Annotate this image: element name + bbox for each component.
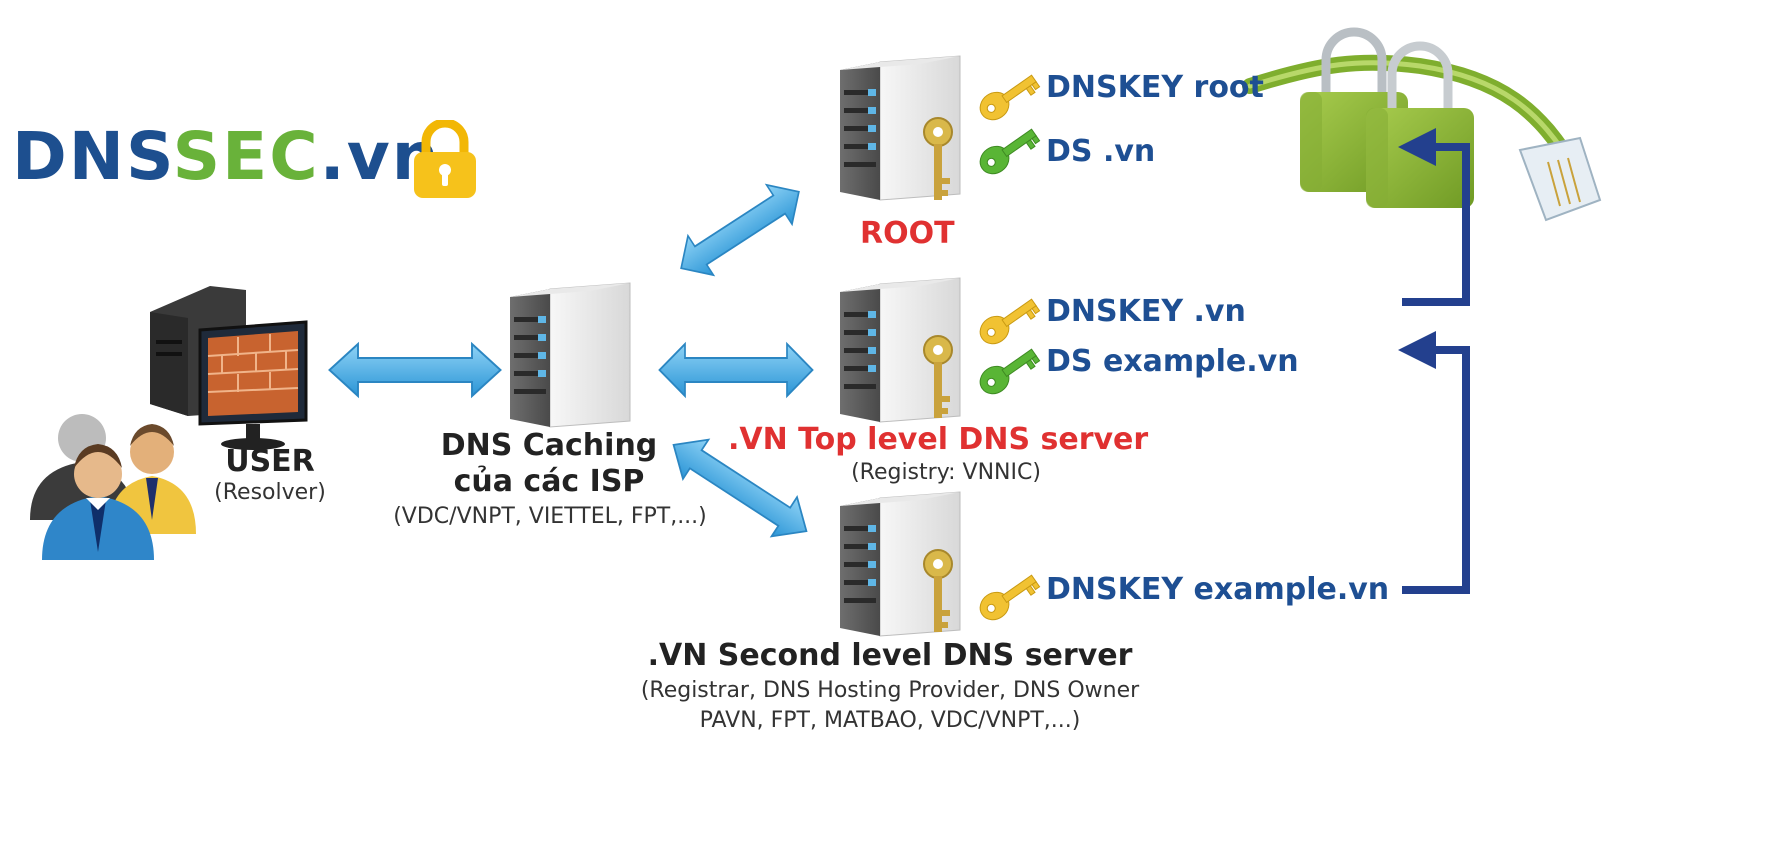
arrow-caching-toplevel — [658, 343, 814, 397]
caching-title-line2: của các ISP — [453, 464, 645, 499]
secondlevel-subtitle-line1: (Registrar, DNS Hosting Provider, DNS Ow… — [640, 678, 1140, 703]
secondlevel-server-icon — [839, 491, 961, 637]
users-people-icon — [30, 414, 196, 560]
chain-arrowhead-lower — [1398, 331, 1436, 369]
root-title: ROOT — [860, 216, 955, 251]
secondlevel-subtitle-line2: PAVN, FPT, MATBAO, VDC/VNPT,...) — [699, 708, 1081, 733]
caching-server-icon — [509, 282, 631, 428]
toplevel-key-dnskey: DNSKEY .vn — [1046, 294, 1246, 329]
key-gold-icon — [974, 291, 1042, 350]
network-cable-icon — [1242, 54, 1602, 222]
user-subtitle: (Resolver) — [214, 480, 326, 505]
root-key-ds: DS .vn — [1046, 134, 1156, 169]
chain-of-trust-arrow — [1402, 143, 1470, 306]
user-title: USER — [225, 444, 315, 479]
root-key-dnskey: DNSKEY root — [1046, 70, 1264, 105]
padlock-icon — [414, 120, 476, 198]
toplevel-subtitle: (Registry: VNNIC) — [851, 460, 1041, 485]
key-gold-icon — [974, 567, 1042, 626]
toplevel-title: .VN Top level DNS server — [728, 422, 1149, 457]
chain-arrowhead-upper — [1398, 128, 1436, 166]
chain-of-trust-arrow — [1402, 346, 1470, 594]
caching-title-line1: DNS Caching — [440, 428, 658, 463]
secondlevel-key-dnskey: DNSKEY example.vn — [1046, 572, 1390, 607]
key-gold-icon — [974, 67, 1042, 126]
root-server-icon — [839, 55, 961, 201]
secondlevel-title: .VN Second level DNS server — [647, 638, 1133, 673]
key-green-icon — [974, 341, 1042, 400]
caching-subtitle: (VDC/VNPT, VIETTEL, FPT,...) — [393, 504, 707, 529]
toplevel-key-ds: DS example.vn — [1046, 344, 1299, 379]
arrow-caching-root — [667, 171, 813, 289]
toplevel-server-icon — [839, 277, 961, 423]
key-green-icon — [974, 121, 1042, 180]
arrow-user-caching — [328, 343, 502, 397]
user-computer-icon — [150, 286, 308, 450]
